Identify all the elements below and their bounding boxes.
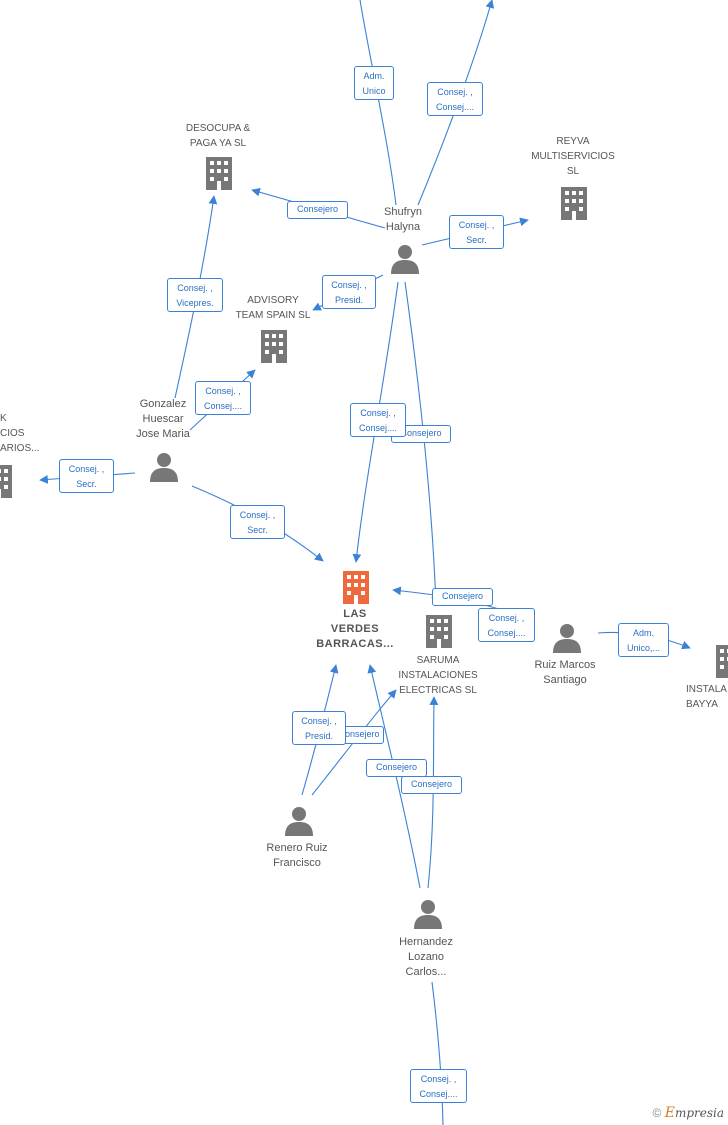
edge-label-adm-unico[interactable]: Adm. Unico,...	[618, 623, 669, 657]
node-label-left-company[interactable]: K CIOS ARIOS...	[0, 413, 40, 454]
edge-label-consej-vicepres[interactable]: Consej. , Vicepres.	[167, 278, 223, 312]
node-label-hernandez[interactable]: Hernandez Lozano Carlos...	[399, 936, 453, 978]
brand-footer: © Empresia	[653, 1105, 724, 1121]
node-label-shufryn[interactable]: Shufryn Halyna	[384, 206, 422, 233]
node-label-right-company[interactable]: INSTALA BAYYA	[686, 684, 727, 710]
edge-hernandez-down	[431, 981, 444, 1125]
brand-logo-text: mpresia	[674, 1106, 724, 1120]
node-label-advisory[interactable]: ADVISORY TEAM SPAIN SL	[235, 295, 311, 321]
building-icon-desocupa	[206, 157, 232, 190]
node-label-renero[interactable]: Renero Ruiz Francisco	[266, 842, 328, 869]
person-icon-shufryn	[391, 245, 419, 274]
edge-label-consej-consej[interactable]: Consej. , Consej....	[478, 608, 535, 642]
edge-label-adm-unico[interactable]: Adm. Unico	[354, 66, 394, 100]
node-label-main-company[interactable]: LAS VERDES BARRACAS...	[316, 608, 394, 650]
building-icon-reyva	[561, 187, 587, 220]
edge-shufryn-saruma	[404, 281, 441, 606]
building-icon-main	[343, 571, 369, 604]
node-label-ruiz[interactable]: Ruiz Marcos Santiago	[534, 659, 596, 686]
building-icon-left	[0, 465, 12, 498]
edge-label-consej-presid[interactable]: Consej. , Presid.	[292, 711, 346, 745]
edge-label-consejero[interactable]: Consejero	[401, 776, 462, 794]
edge-label-consejero[interactable]: Consejero	[334, 726, 384, 744]
edge-label-consej-consej[interactable]: Consej. , Consej....	[195, 381, 251, 415]
node-label-gonzalez[interactable]: Gonzalez Huescar Jose Maria	[136, 398, 190, 440]
person-icon-hernandez	[414, 900, 442, 929]
edge-label-consej-secr[interactable]: Consej. , Secr.	[449, 215, 504, 249]
building-icon-saruma	[426, 615, 452, 648]
person-icon-renero	[285, 807, 313, 836]
edge-shufryn-up-1	[359, 0, 397, 206]
edge-label-consejero[interactable]: Consejero	[366, 759, 427, 777]
edge-label-consej-consej[interactable]: Consej. , Consej....	[350, 403, 406, 437]
node-label-saruma[interactable]: SARUMA INSTALACIONES ELECTRICAS SL	[398, 655, 478, 696]
person-icon-ruiz	[553, 624, 581, 653]
edge-label-consej-secr[interactable]: Consej. , Secr.	[59, 459, 114, 493]
building-icon-right	[716, 645, 728, 678]
node-label-reyva[interactable]: REYVA MULTISERVICIOS SL	[531, 136, 615, 177]
brand-logo-initial: E	[664, 1105, 675, 1121]
building-icon-advisory	[261, 330, 287, 363]
edge-label-consej-secr[interactable]: Consej. , Secr.	[230, 505, 285, 539]
edge-label-consej-presid[interactable]: Consej. , Presid.	[322, 275, 376, 309]
edge-label-consejero[interactable]: Consejero	[287, 201, 348, 219]
edge-label-consej-consej[interactable]: Consej. , Consej....	[410, 1069, 467, 1103]
copyright-symbol: ©	[652, 1106, 662, 1120]
person-icon-gonzalez	[150, 453, 178, 482]
edge-label-consej-consej[interactable]: Consej. , Consej....	[427, 82, 483, 116]
edge-label-consejero[interactable]: Consejero	[432, 588, 493, 606]
node-label-desocupa[interactable]: DESOCUPA & PAGA YA SL	[185, 123, 251, 149]
